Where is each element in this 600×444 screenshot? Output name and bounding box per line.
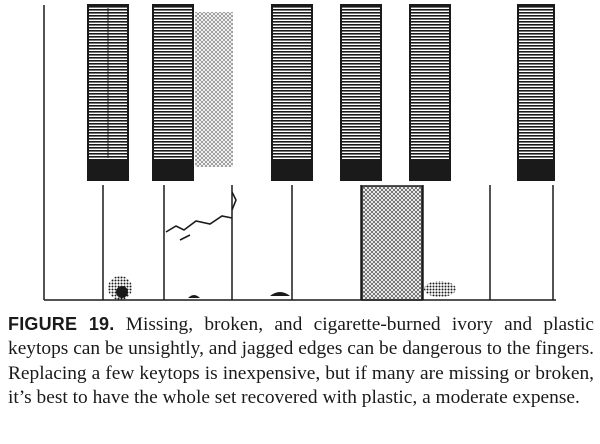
black-key-1 bbox=[87, 4, 129, 181]
white-keys bbox=[43, 5, 556, 301]
black-key-5 bbox=[409, 4, 451, 181]
black-keys bbox=[87, 4, 555, 181]
piano-keys-illustration bbox=[43, 4, 556, 301]
black-key-4 bbox=[340, 4, 382, 181]
figure-label: FIGURE 19. bbox=[8, 314, 115, 334]
broken-keytop-cracks bbox=[165, 191, 237, 241]
missing-keytop bbox=[361, 185, 423, 301]
black-key-3 bbox=[271, 4, 313, 181]
caption-text: Missing, broken, and cigarette-burned iv… bbox=[8, 314, 594, 409]
figure-caption: FIGURE 19. Missing, broken, and cigarett… bbox=[8, 312, 594, 411]
black-key-2 bbox=[152, 4, 233, 181]
black-key-6 bbox=[517, 4, 555, 181]
cigarette-burn-marks bbox=[108, 276, 456, 300]
